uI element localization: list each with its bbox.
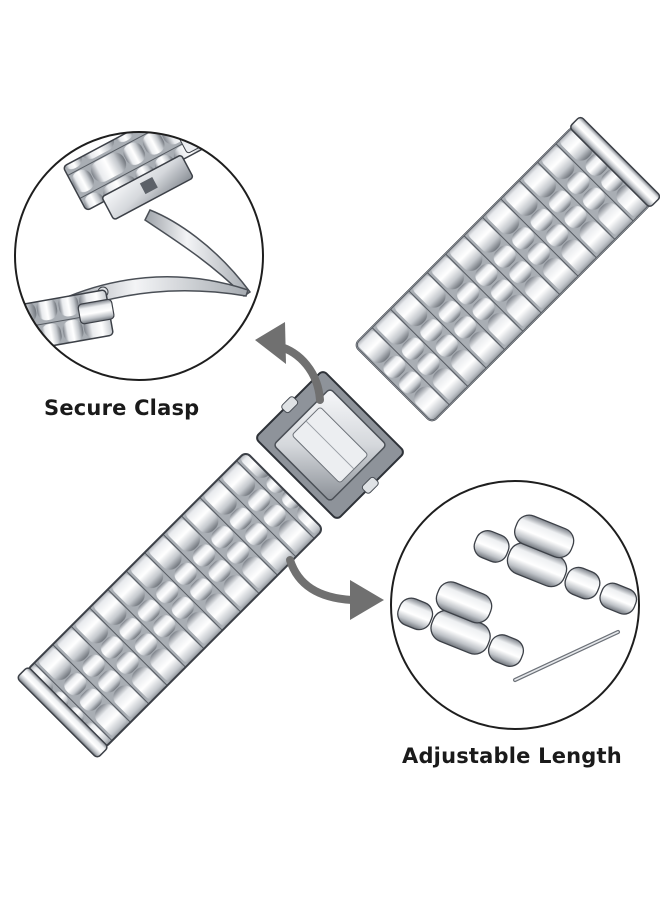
band-lower-segment	[17, 452, 323, 758]
links-closeup	[390, 480, 640, 730]
adjustable-length-label: Adjustable Length	[402, 744, 622, 768]
secure-clasp-label: Secure Clasp	[44, 396, 200, 420]
band-upper-segment	[355, 116, 660, 422]
watch-band	[17, 116, 660, 758]
arrow-to-links	[286, 556, 384, 620]
band-clasp	[256, 371, 404, 519]
arrow-to-clasp	[255, 322, 324, 404]
clasp-closeup	[14, 131, 264, 381]
